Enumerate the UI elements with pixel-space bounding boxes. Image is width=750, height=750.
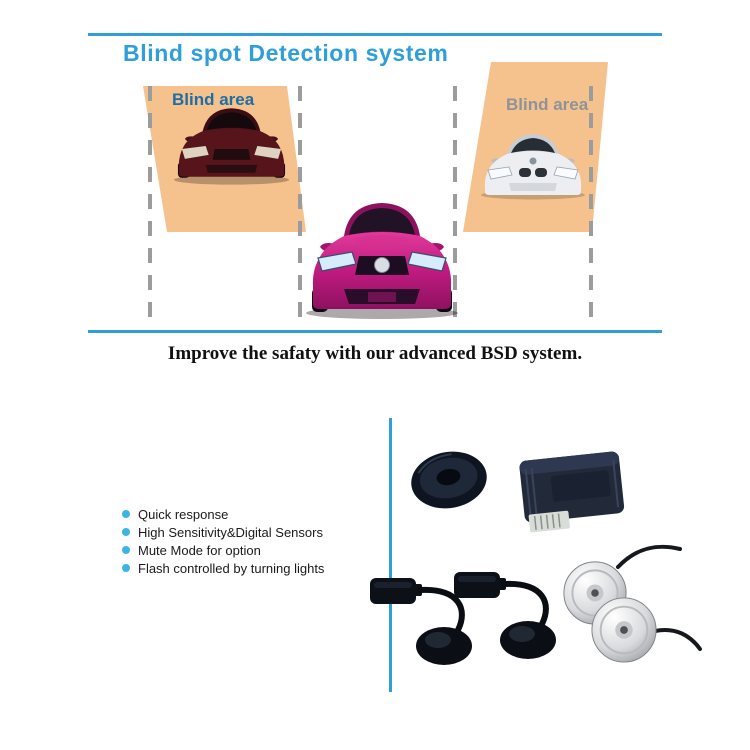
- sensor-with-cable-illustration: [454, 572, 556, 659]
- bullet-icon: [122, 510, 130, 518]
- feature-item: Flash controlled by turning lights: [122, 559, 324, 577]
- bullet-icon: [122, 546, 130, 554]
- bullet-icon: [122, 528, 130, 536]
- sensor-wires-illustration: [616, 544, 702, 651]
- page-title: Blind spot Detection system: [123, 40, 449, 66]
- lane-line-1: [148, 86, 152, 322]
- lane-line-3: [453, 86, 457, 322]
- feature-item: Mute Mode for option: [122, 541, 324, 559]
- feature-label: Flash controlled by turning lights: [138, 560, 325, 576]
- lane-line-4: [589, 86, 593, 322]
- middle-divider: [88, 330, 662, 333]
- left-blind-area-label: Blind area: [172, 90, 255, 109]
- feature-item: Quick response: [122, 505, 324, 523]
- buzzer-illustration: [411, 451, 487, 509]
- control-module-illustration: [519, 451, 625, 533]
- right-blind-area-label: Blind area: [506, 95, 589, 114]
- feature-item: High Sensitivity&Digital Sensors: [122, 523, 324, 541]
- left-lane-car-illustration: [173, 108, 290, 185]
- feature-list: Quick response High Sensitivity&Digital …: [122, 505, 324, 577]
- tagline: Improve the safaty with our advanced BSD…: [167, 343, 583, 364]
- sensor-with-cable-illustration: [370, 578, 472, 665]
- feature-label: High Sensitivity&Digital Sensors: [138, 524, 323, 540]
- host-car-illustration: [306, 203, 458, 319]
- right-lane-car-illustration: [481, 134, 585, 200]
- bullet-icon: [122, 564, 130, 572]
- top-divider: [88, 33, 662, 36]
- lane-line-2: [298, 86, 302, 322]
- feature-label: Quick response: [138, 506, 229, 522]
- silver-sensor-head-illustration: [591, 597, 657, 663]
- vertical-divider: [389, 418, 392, 692]
- feature-label: Mute Mode for option: [138, 542, 261, 558]
